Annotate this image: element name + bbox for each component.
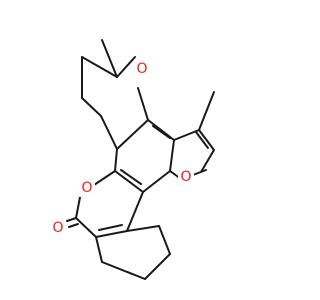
bond [169,139,175,172]
bond [114,148,118,172]
atom-label-backdrop [134,60,150,78]
bond [114,170,144,193]
bond [98,224,123,231]
bond [198,91,215,131]
bond [81,97,102,117]
atom-label-pyran-oxygen: O [136,61,147,77]
bond [120,169,142,185]
bond [75,217,97,238]
atom-label-backdrop [79,179,95,197]
bond [198,129,215,151]
bond [126,191,144,232]
atom-label-lactone-oxygen: O [81,180,92,196]
bond [81,56,118,78]
bond [95,230,128,238]
bond [95,236,103,263]
bond [158,225,171,255]
structure-canvas: O O O O [50,39,215,280]
bond [101,39,118,78]
bond [66,217,77,222]
bond-layer [66,39,215,280]
atom-label-layer: O O O O [50,60,194,237]
bond [152,125,171,139]
bond [68,223,79,228]
atom-label-backdrop [50,219,66,237]
bond [93,170,116,186]
bond [137,87,149,121]
bond [195,131,209,149]
bond [101,261,146,280]
bond [100,115,118,150]
molecule-diagram: O O O O [50,39,215,280]
atom-label-furan-oxygen: O [180,169,191,185]
bond [192,169,207,176]
bond [116,119,149,150]
atom-label-carbonyl-oxygen: O [52,220,63,236]
bond [173,129,200,141]
bond [200,149,215,173]
atom-label-backdrop [178,168,194,186]
bond [144,253,171,280]
bond [116,56,136,78]
bond [126,225,160,232]
bond [142,170,171,193]
